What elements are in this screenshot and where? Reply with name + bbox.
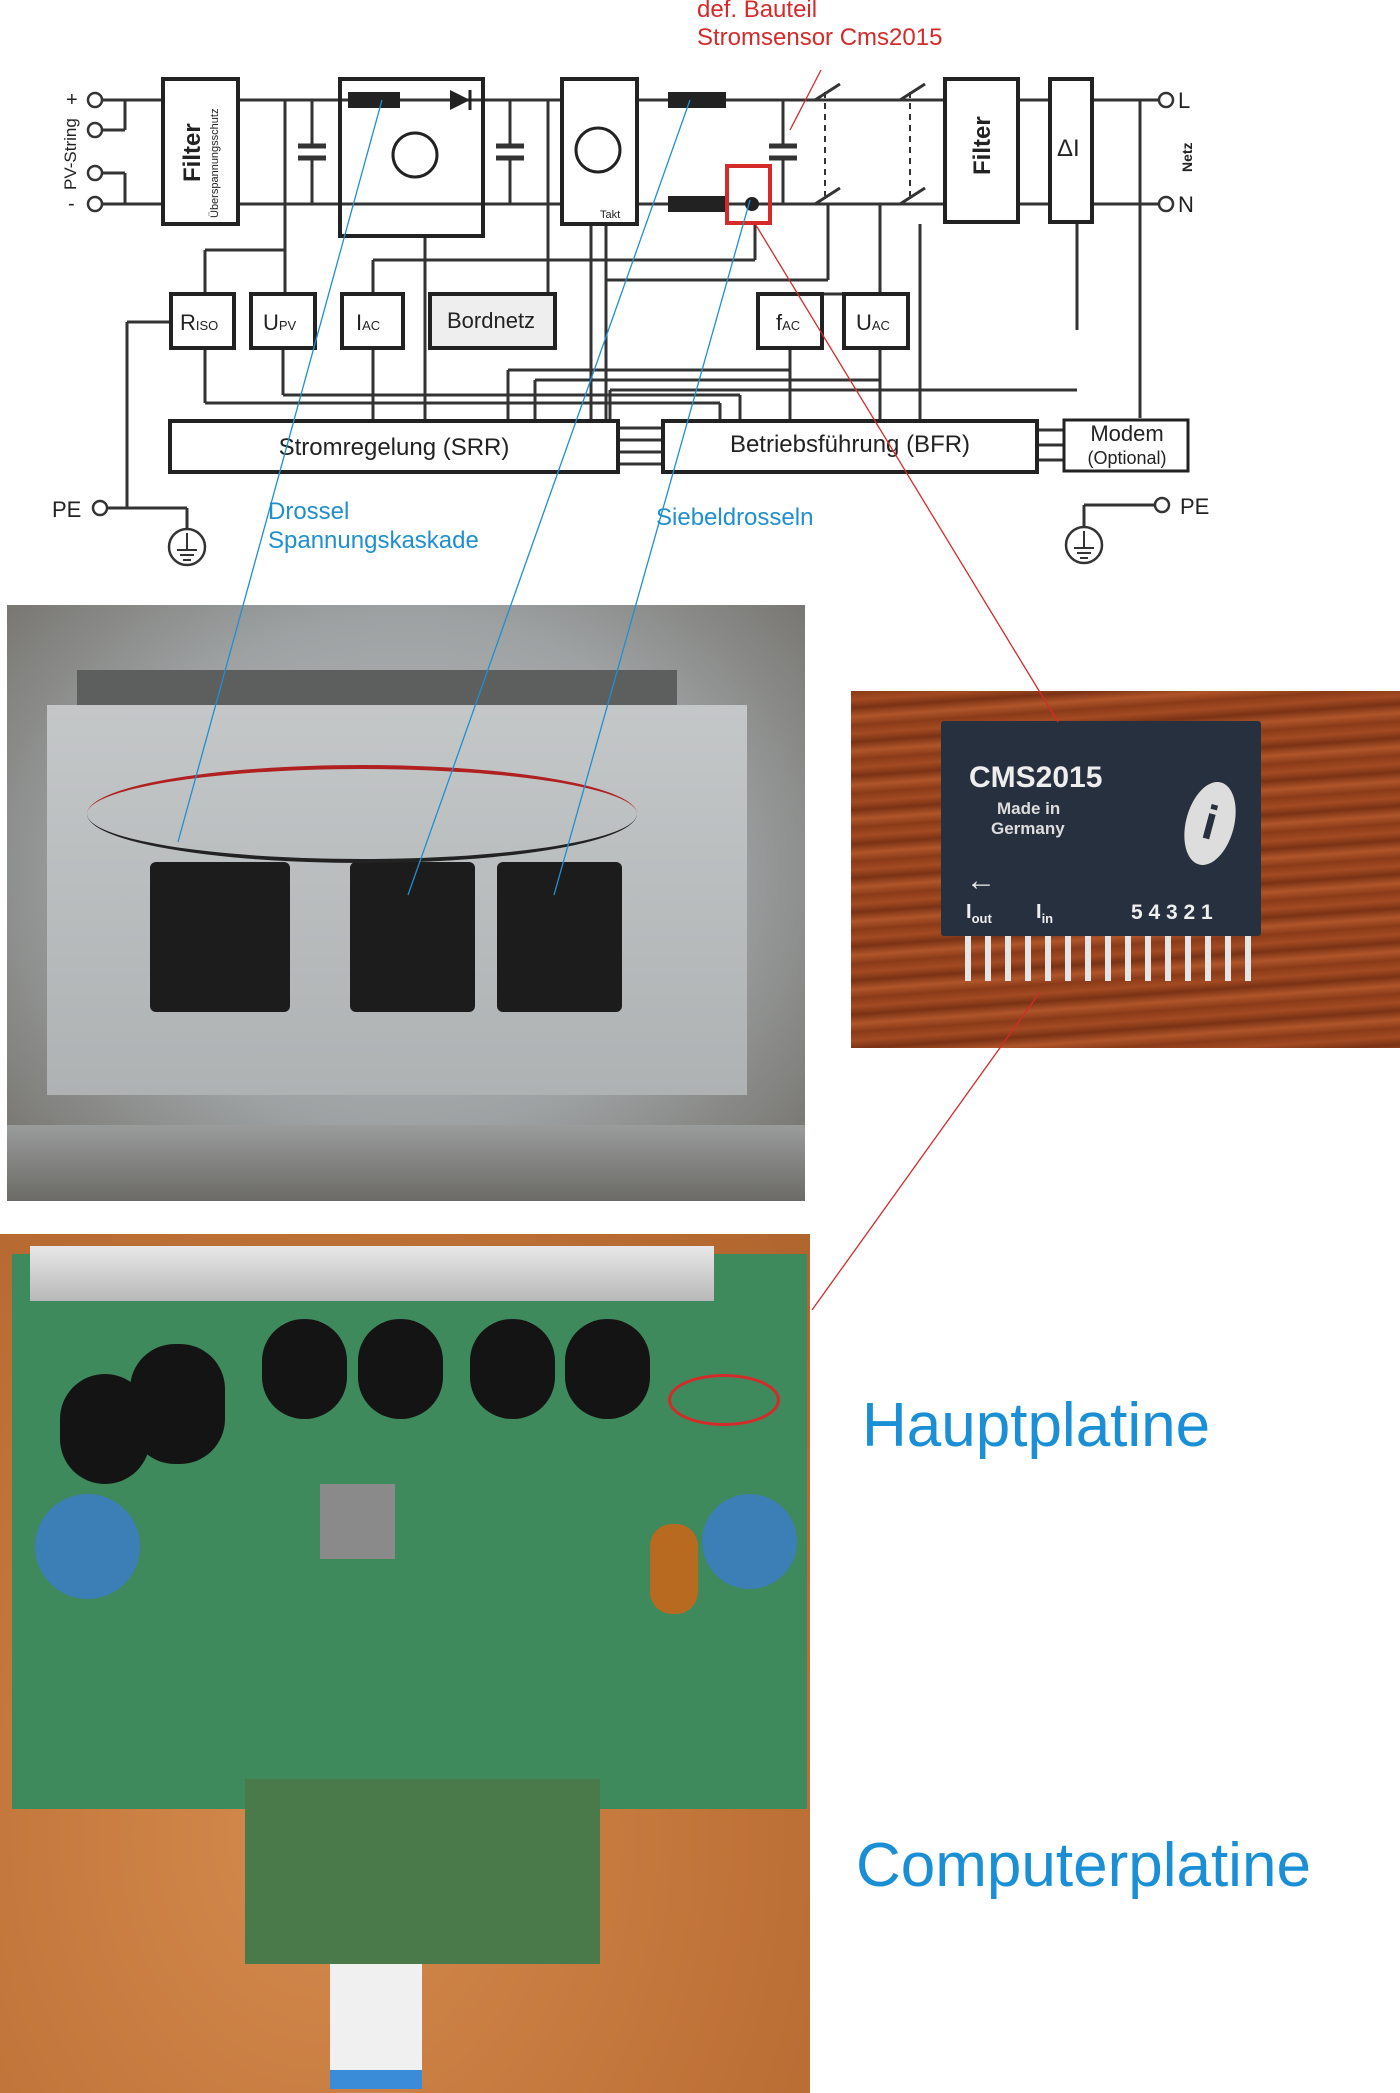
svg-text:N: N	[1178, 192, 1194, 217]
svg-text:ΔI: ΔI	[1057, 135, 1080, 162]
enclosure-photo	[7, 605, 805, 1201]
svg-text:PE: PE	[52, 497, 81, 522]
pointer-siebel-2	[553, 199, 751, 896]
current-sensor-photo: CMS2015 Made in Germany ← Iout Iin 5 4 3…	[851, 691, 1400, 1048]
block-diagram: PV-String + - Filter Überspannungsschutz…	[52, 77, 1209, 567]
pv-string-label: PV-String	[61, 118, 80, 190]
defect-annotation: def. Bauteil Stromsensor Cms2015	[697, 0, 942, 52]
drossel-annotation: Drossel Spannungskaskade	[268, 497, 479, 555]
drossel-line-1: Drossel	[268, 498, 350, 525]
pointer-sensor-to-label	[789, 69, 822, 131]
inverter-box	[560, 77, 639, 226]
svg-text:UPV: UPV	[263, 310, 297, 335]
svg-text:+: +	[66, 89, 78, 111]
choke	[150, 862, 290, 1012]
pointer-siebel-1	[407, 99, 691, 896]
svg-text:Überspannungsschutz: Überspannungsschutz	[209, 109, 221, 218]
defect-line-1: def. Bauteil	[697, 0, 818, 23]
svg-text:PE: PE	[1180, 494, 1209, 519]
svg-text:Betriebsführung (BFR): Betriebsführung (BFR)	[730, 431, 970, 458]
svg-text:Filter: Filter	[179, 123, 206, 182]
converter-box	[338, 77, 485, 238]
siebeldrosseln-annotation: Siebeldrosseln	[656, 504, 814, 531]
svg-text:Netz: Netz	[1179, 142, 1195, 172]
svg-text:-: -	[68, 193, 75, 215]
computerplatine-label: Computerplatine	[856, 1831, 1311, 1900]
filter-box	[161, 77, 240, 226]
svg-text:Modem: Modem	[1090, 421, 1163, 446]
choke	[350, 862, 475, 1012]
svg-text:IAC: IAC	[356, 310, 380, 335]
pointer-sensor-to-photo	[753, 221, 1059, 723]
choke	[668, 196, 726, 212]
choke	[497, 862, 622, 1012]
defective-sensor-marker	[725, 164, 772, 225]
svg-text:Takt: Takt	[600, 209, 620, 221]
arrow-left-icon: ←	[966, 864, 996, 897]
drossel-line-2: Spannungskaskade	[268, 527, 479, 554]
computer-board	[245, 1779, 600, 1964]
heatsink	[30, 1246, 714, 1301]
choke	[348, 92, 400, 108]
svg-text:(Optional): (Optional)	[1087, 448, 1166, 468]
svg-text:Filter: Filter	[969, 116, 996, 175]
pointer-board-to-photo	[811, 991, 1041, 1311]
pointer-drossel	[177, 99, 383, 843]
sensor-body: CMS2015 Made in Germany ← Iout Iin 5 4 3…	[941, 721, 1261, 936]
svg-text:fAC: fAC	[776, 310, 800, 335]
svg-text:Bordnetz: Bordnetz	[447, 308, 535, 333]
svg-text:RISO: RISO	[180, 310, 218, 335]
choke	[668, 92, 726, 108]
ribbon-cable	[330, 1964, 422, 2089]
svg-text:Stromregelung (SRR): Stromregelung (SRR)	[279, 434, 510, 461]
svg-text:UAC: UAC	[856, 310, 890, 335]
boards-photo	[0, 1234, 810, 2093]
filter-box-2	[943, 77, 1020, 224]
defect-line-2: Stromsensor Cms2015	[697, 24, 943, 51]
svg-text:L: L	[1178, 88, 1190, 113]
delta-i-box	[1048, 77, 1094, 224]
hauptplatine-label: Hauptplatine	[862, 1391, 1211, 1460]
defective-sensor-circle	[668, 1374, 780, 1426]
